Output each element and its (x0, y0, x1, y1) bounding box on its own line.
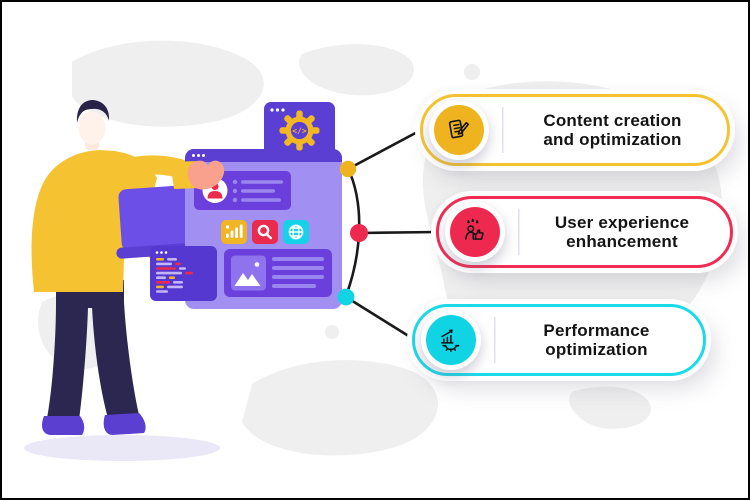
globe-icon (288, 224, 304, 240)
text-placeholder-lines (232, 179, 283, 203)
window-dots-icon (270, 108, 285, 112)
content-card (224, 249, 332, 297)
face (78, 111, 106, 145)
pants (47, 280, 139, 420)
window-dots-icon (155, 251, 168, 254)
connector-line-2 (357, 230, 440, 235)
icon-badge (429, 100, 489, 160)
toolbar-tiles (221, 220, 309, 244)
icon-badge (445, 202, 505, 262)
user-thumbs-up-icon (465, 218, 484, 240)
connector-line-3 (344, 295, 417, 342)
icon-badge (421, 310, 481, 370)
connector-dot-red (350, 224, 368, 242)
code-lines (156, 258, 193, 293)
connector-line-1 (346, 127, 425, 171)
image-placeholder-icon (234, 262, 261, 286)
item-user-experience: User experience enhancement (436, 196, 733, 268)
connector (337, 127, 440, 342)
item-label: Content creation and optimization (543, 110, 682, 149)
person-man (24, 100, 220, 461)
gear-code-icon: </> (279, 110, 320, 151)
divider (502, 107, 504, 153)
search-icon (257, 224, 272, 240)
window-dots-icon (192, 154, 205, 157)
browser-window (185, 149, 342, 309)
divider (518, 209, 520, 255)
item-label: Performance optimization (543, 320, 650, 359)
shoes (42, 413, 146, 435)
divider (494, 317, 496, 363)
bar-chart-icon (225, 224, 243, 238)
item-content-creation: Content creation and optimization (420, 94, 730, 166)
floor-shadow (24, 435, 220, 461)
growth-chart-gear-icon (440, 329, 460, 352)
notes-pencil-icon (448, 119, 470, 139)
settings-window: </> (264, 102, 335, 155)
item-label: User experience enhancement (554, 212, 690, 251)
code-glyph: </> (292, 127, 307, 136)
item-performance: Performance optimization (412, 304, 706, 376)
connector-dot-yellow (339, 160, 357, 178)
text-placeholder-lines (272, 257, 324, 288)
code-editor-window (150, 246, 217, 301)
connector-dot-cyan (337, 288, 355, 306)
hair (76, 100, 110, 123)
pointing-hand (170, 160, 225, 190)
